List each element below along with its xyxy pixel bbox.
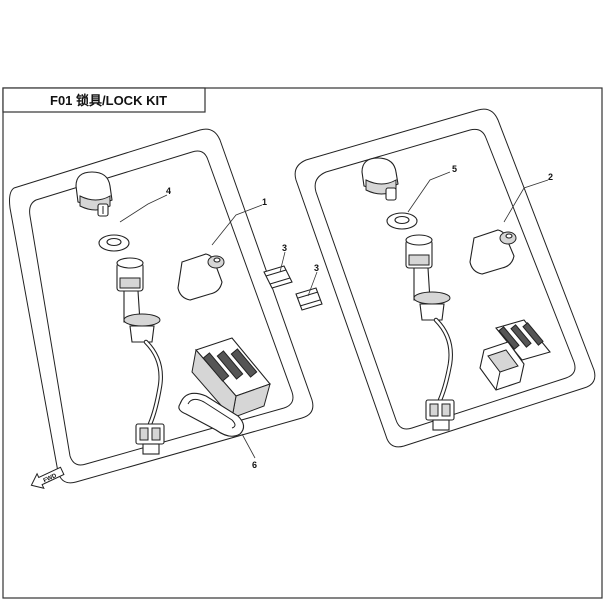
drawing-frame: [2, 87, 603, 599]
ignition-cap-right: [361, 157, 399, 201]
washer-left: [98, 234, 130, 252]
gasket-ring-left: [178, 392, 245, 437]
callout-6: 6: [252, 460, 257, 470]
washer-right: [386, 212, 418, 230]
connector-right: [425, 399, 455, 431]
cylinder-lock-right: [469, 229, 517, 275]
switch-module-right: [479, 319, 551, 391]
diagram-title: F01 锁具/LOCK KIT: [50, 93, 167, 108]
cylinder-lock-left: [177, 253, 225, 301]
callout-1: 1: [262, 197, 267, 207]
wire-harness-left: [143, 339, 163, 427]
callout-5: 5: [452, 164, 457, 174]
kit-1-outline: [9, 128, 314, 484]
kit-2-outline: [294, 108, 596, 448]
connector-left: [135, 423, 165, 455]
callout-3b: 3: [314, 263, 319, 273]
switch-module-left: [191, 337, 271, 420]
title-block: [2, 87, 206, 113]
wire-harness-right: [433, 317, 453, 403]
fwd-arrow-icon: FWD: [30, 466, 65, 490]
callout-4: 4: [166, 186, 171, 196]
switch-body-left: [116, 257, 161, 343]
callout-2: 2: [548, 172, 553, 182]
callout-3a: 3: [282, 243, 287, 253]
ignition-cap-left: [75, 171, 113, 217]
fwd-label: FWD: [43, 473, 59, 484]
bushing-3a: [263, 265, 293, 289]
switch-body-right: [405, 234, 451, 321]
